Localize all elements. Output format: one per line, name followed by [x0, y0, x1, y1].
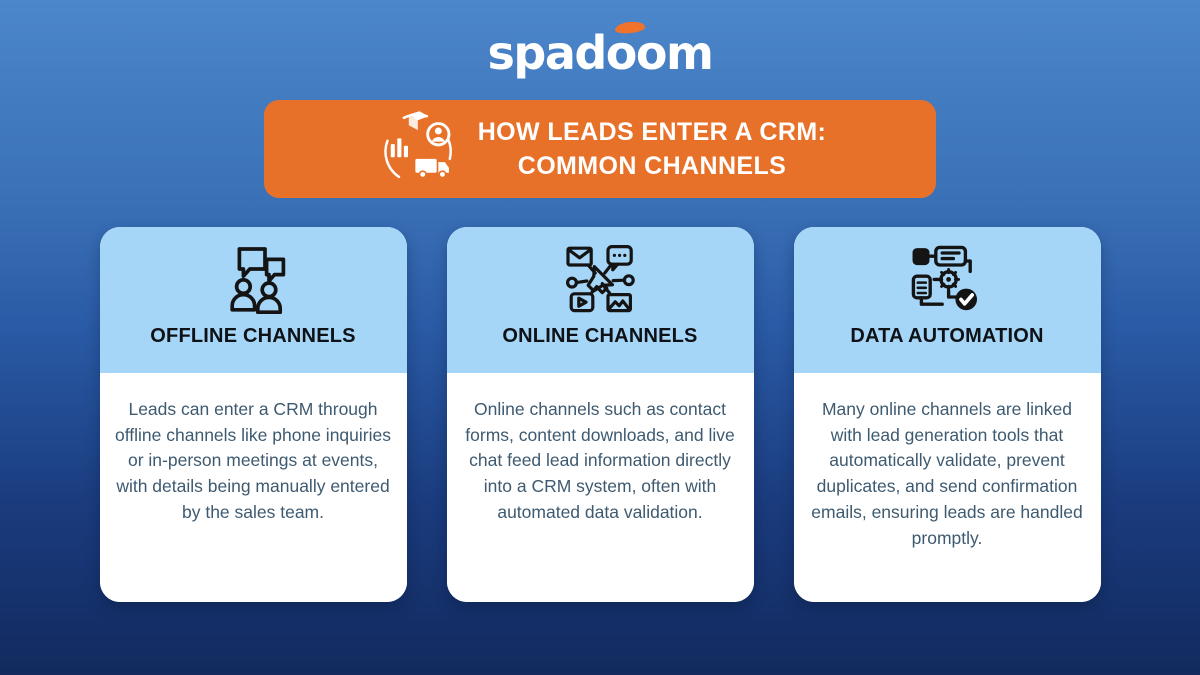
card-automation-title: DATA AUTOMATION — [850, 325, 1044, 347]
card-online-description: Online channels such as contact forms, c… — [465, 399, 735, 522]
supply-chain-cycle-icon — [374, 108, 460, 190]
card-automation-header: DATA AUTOMATION — [793, 227, 1101, 373]
banner-title: HOW LEADS ENTER A CRM: COMMON CHANNELS — [478, 115, 827, 184]
card-automation-body: Many online channels are linked with lea… — [793, 373, 1101, 602]
logo-text: spadoom — [487, 26, 714, 80]
card-automation-description: Many online channels are linked with lea… — [811, 399, 1083, 548]
card-data-automation: DATA AUTOMATION Many online channels are… — [793, 227, 1101, 602]
card-offline-channels: OFFLINE CHANNELS Leads can enter a CRM t… — [99, 227, 407, 602]
title-banner: HOW LEADS ENTER A CRM: COMMON CHANNELS — [264, 100, 936, 198]
spadoom-logo: spadoom — [487, 20, 714, 80]
cards-row: OFFLINE CHANNELS Leads can enter a CRM t… — [0, 227, 1200, 602]
people-conversation-icon — [213, 241, 293, 321]
card-online-body: Online channels such as contact forms, c… — [446, 373, 754, 602]
card-offline-title: OFFLINE CHANNELS — [150, 325, 356, 347]
banner-title-line2: COMMON CHANNELS — [517, 152, 787, 180]
banner-title-line1: HOW LEADS ENTER A CRM: — [477, 117, 827, 146]
card-offline-header: OFFLINE CHANNELS — [99, 227, 407, 373]
card-online-channels: ONLINE CHANNELS Online channels such as … — [446, 227, 754, 602]
automation-workflow-icon — [907, 241, 987, 321]
digital-channels-megaphone-icon — [560, 241, 640, 321]
card-offline-description: Leads can enter a CRM through offline ch… — [115, 399, 391, 522]
card-offline-body: Leads can enter a CRM through offline ch… — [99, 373, 407, 602]
card-online-title: ONLINE CHANNELS — [502, 325, 698, 347]
card-online-header: ONLINE CHANNELS — [446, 227, 754, 373]
